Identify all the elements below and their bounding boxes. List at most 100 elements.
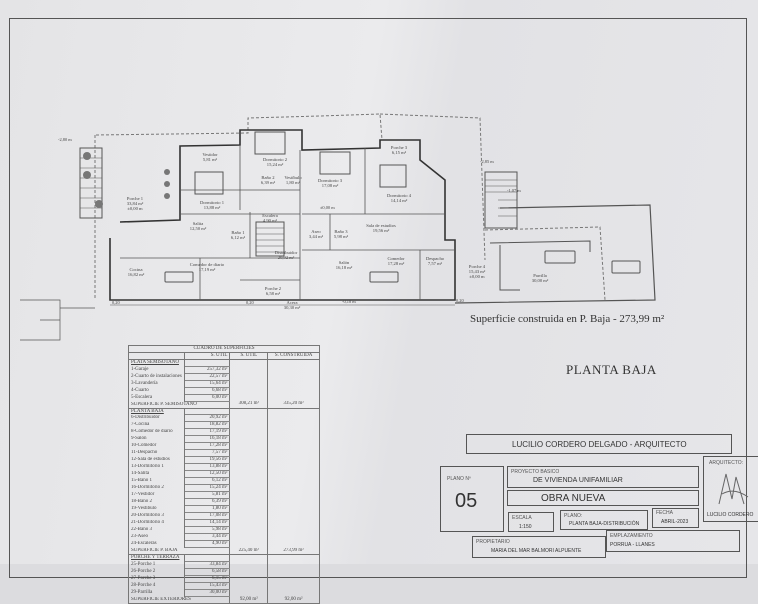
room-name: 1-Garaje [128,366,185,374]
project-box: PROYECTO BASICO DE VIVIENDA UNIFAMILIAR [507,466,699,488]
plan-name-label: PLANO: [564,513,583,519]
cell [267,512,320,520]
room-name: 7-Cocina [128,421,185,429]
architect-label: ARQUITECTO: [709,460,744,466]
section-row: PLANTA BAJA [128,408,320,416]
room-area: 20,92 m² [183,414,231,423]
cell [229,533,269,541]
room-name: 19-Vestíbulo [128,505,185,513]
cell [229,394,269,402]
cell [267,554,320,562]
owner-box: PROPIETARIO MARIA DEL MAR BALMORI ALPUEN… [472,536,606,558]
subtotal-label: SUPERFICIE P. BAJA [127,547,231,555]
cell [267,470,320,478]
room-name: 22-Baño 3 [128,526,185,534]
room-area: 15,24 m² [183,484,231,493]
subtotal-label: SUPERFICIE P. SEMISÓTANO [127,401,231,409]
room-name: 16-Dormitorio 2 [128,484,185,492]
room-name: 24-Escaleras [128,540,185,548]
cell [267,449,320,457]
room-area: 19,56 m² [183,456,231,465]
cell [267,435,320,443]
owner-label: PROPIETARIO [476,539,510,545]
room-name: 21-Dormitorio 4 [128,519,185,527]
section-row: PORCHE Y TERRAZA [128,554,320,562]
cell [229,373,269,381]
room-area: 16,18 m² [183,435,231,444]
room-name: 12-Sala de estudios [128,456,185,464]
dimension-label: 0,20 [456,298,464,303]
room-name: 28-Porche 4 [128,582,185,590]
plan-name-value: PLANTA BAJA-DISTRIBUCIÓN [569,521,640,527]
owner-value: MARIA DEL MAR BALMORI ALPUENTE [491,548,582,554]
room-area: 5,98 m² [183,526,231,535]
plan-number: 05 [455,490,478,512]
scale-label: ESCALA [512,515,532,521]
cell [267,505,320,513]
room-area: 14,14 m² [183,519,231,528]
room-name: 20-Dormitorio 3 [128,512,185,520]
cell [229,414,269,422]
cell [229,380,269,388]
room-area: 15,64 m² [183,380,231,388]
architect-header-box: LUCILIO CORDERO DELGADO - ARQUITECTO [466,434,732,454]
subtotal-built: 92,00 m² [267,596,320,604]
cell [267,456,320,464]
plan-number-label: PLANO Nº [447,476,471,482]
room-name: 8-Comedor de diario [128,428,185,436]
floor-plan [20,113,656,341]
dimension-label: 0,20 [112,300,120,305]
cell [229,463,269,471]
cell [267,540,320,548]
room-area: 7,57 m² [183,449,231,458]
room-name: 11-Despacho [128,449,185,457]
column-header: S. CONSTRUIDA [267,352,320,360]
room-area: 257,32 m² [183,366,231,374]
cell [229,456,269,464]
room-name: 3-Lavandería [128,380,185,388]
room-name: 25-Porche 1 [128,561,185,569]
cell [229,554,269,562]
room-area: 6,15 m² [183,575,231,583]
dimension-label: 0,20 [246,300,254,305]
surface-note: Superficie construida en P. Baja - 273,9… [470,313,665,325]
room-name: 13-Dormitorio 1 [128,463,185,471]
room-area: 13,88 m² [183,463,231,472]
level-marker: -1,07 m [507,188,521,193]
cell [267,484,320,492]
cell [229,470,269,478]
cell [229,582,269,590]
room-area: 17,08 m² [183,512,231,521]
cell [267,498,320,506]
cell [229,568,269,576]
project-value: DE VIVIENDA UNIFAMILIAR [533,477,623,484]
room-area: 6,00 m² [183,394,231,402]
